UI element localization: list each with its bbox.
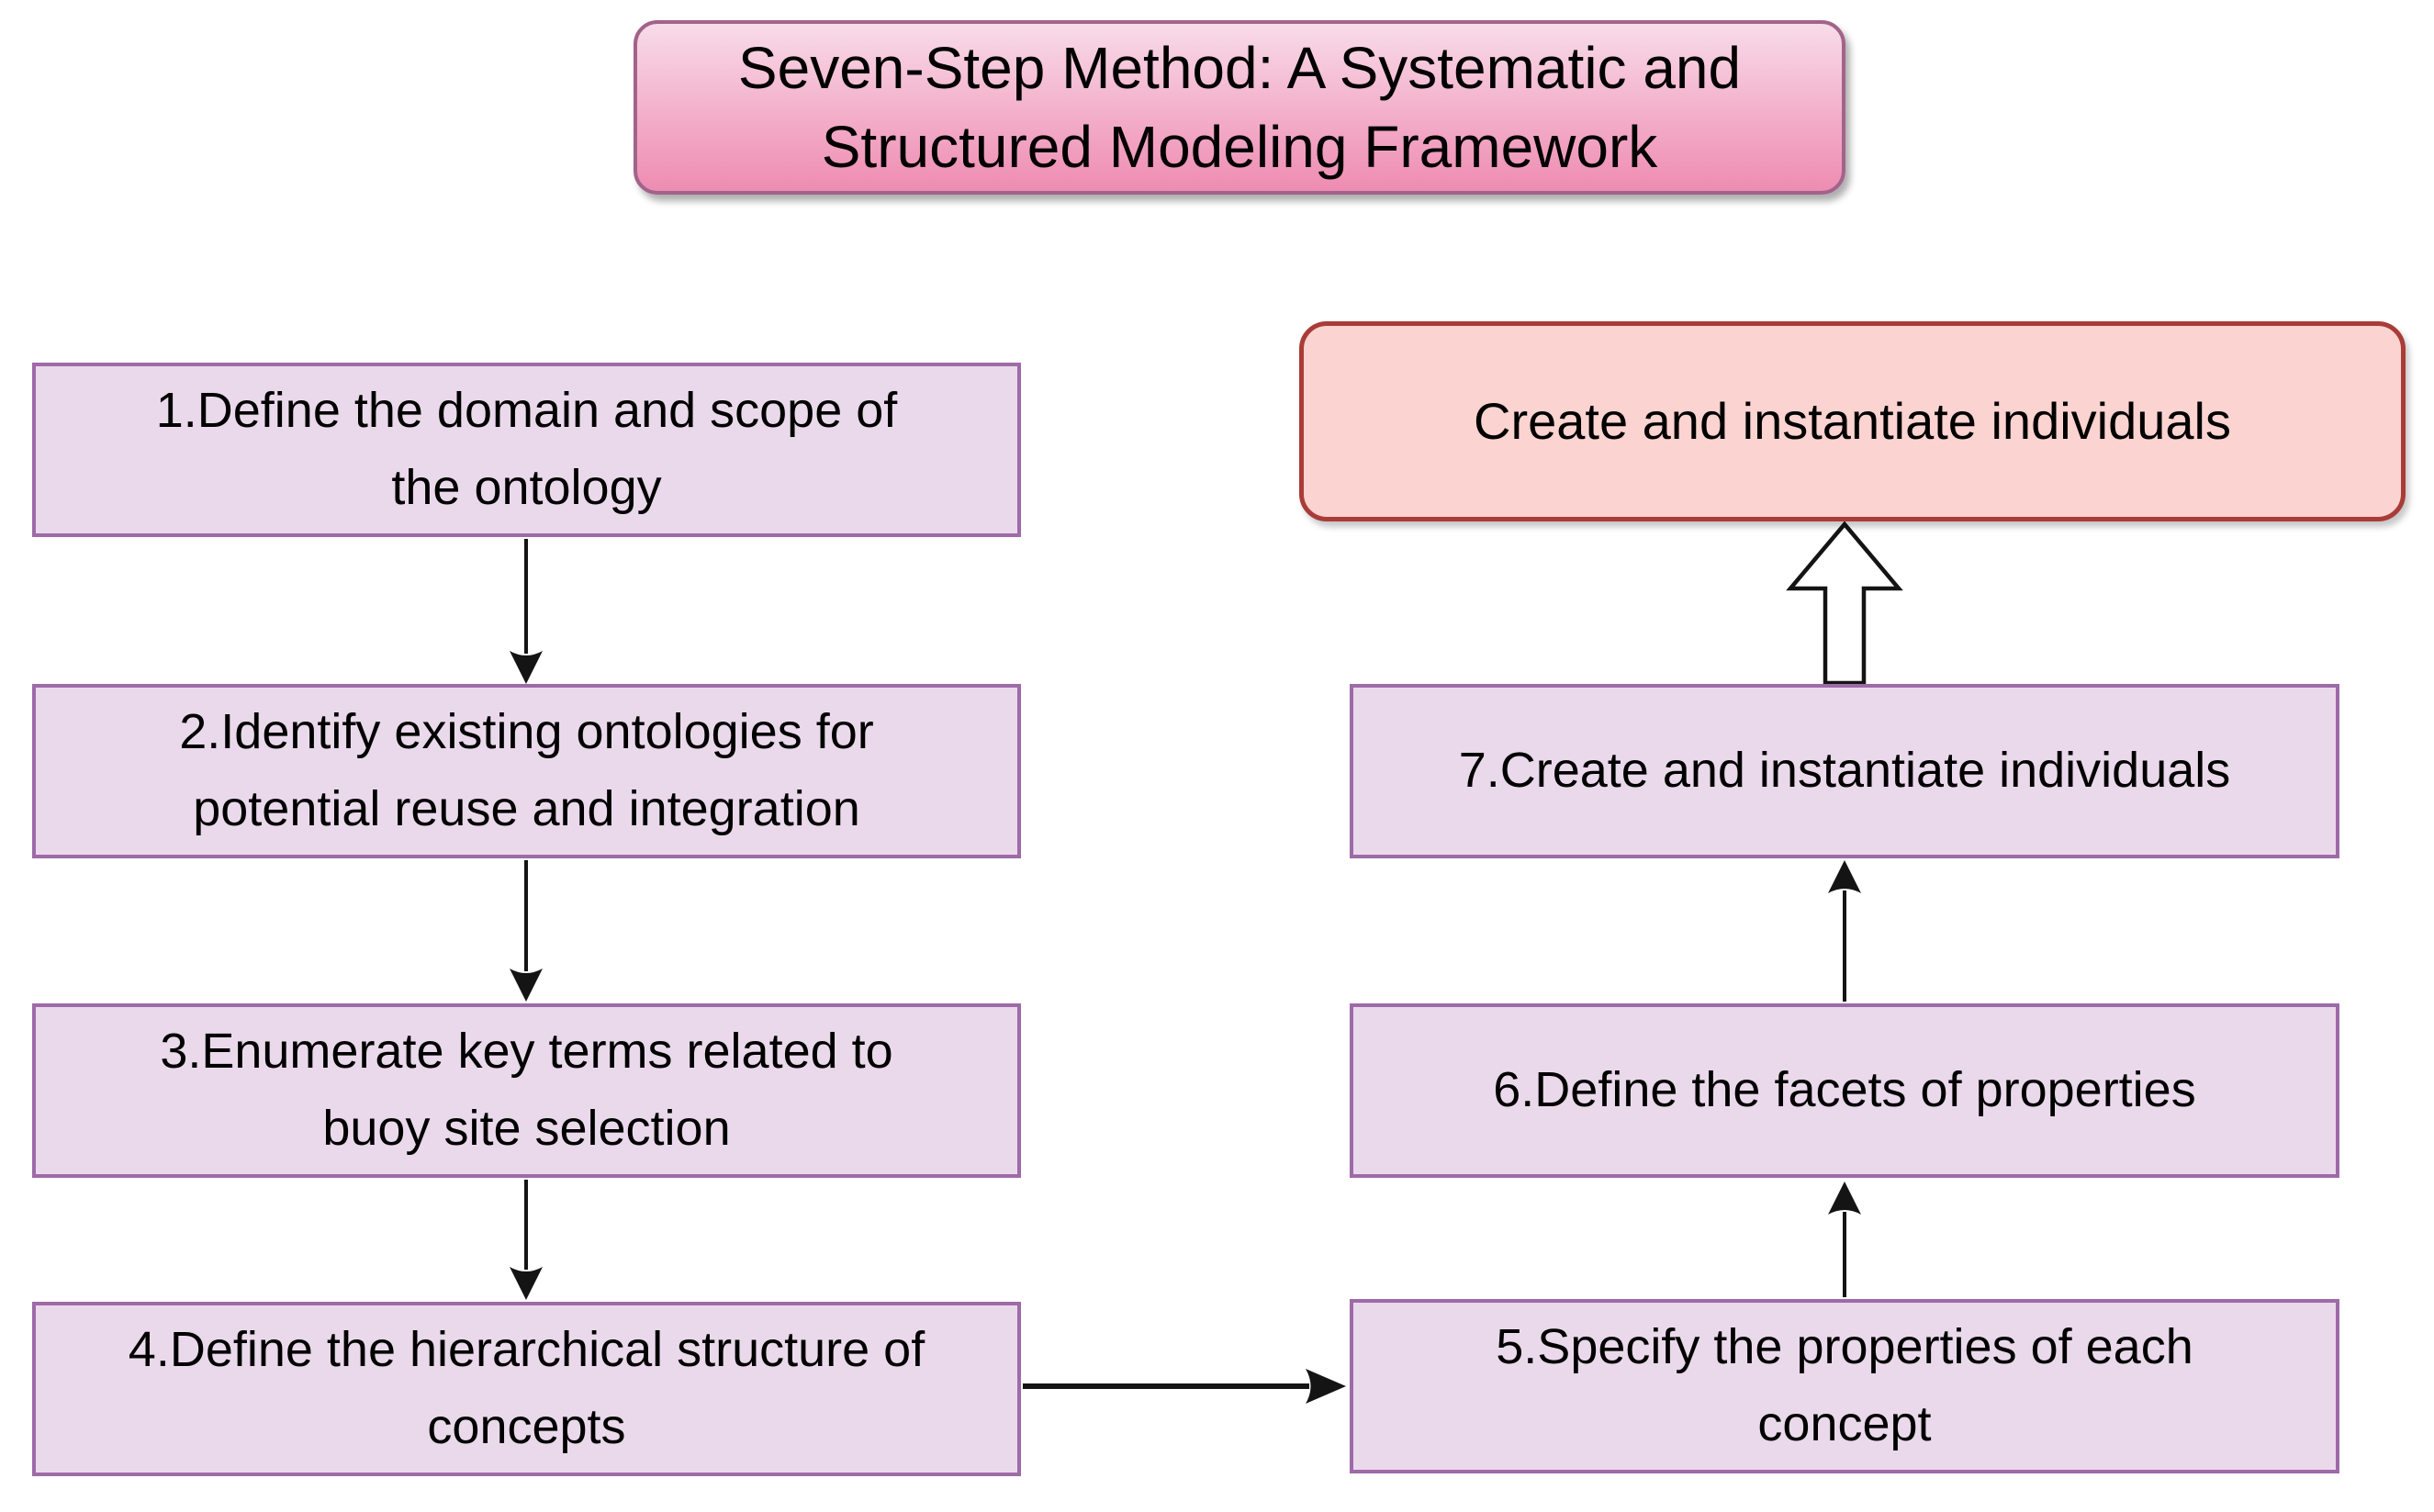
step-1-line-1: 1.Define the domain and scope of [155,383,898,439]
step-box-1: 1.Define the domain and scope of the ont… [32,363,1021,537]
step-5-line-1: 5.Specify the properties of each [1496,1319,2193,1375]
result-label: Create and instantiate individuals [1474,391,2231,450]
step-1-line-2: the ontology [391,460,662,515]
step-4-line-1: 4.Define the hierarchical structure of [128,1322,925,1378]
step-4-line-2: concepts [427,1399,626,1454]
step-box-3: 3.Enumerate key terms related to buoy si… [32,1003,1021,1178]
arrow-step4-to-step5 [1023,1369,1346,1404]
arrow-step1-to-step2 [510,539,543,684]
step-box-5: 5.Specify the properties of each concept [1350,1299,2339,1473]
arrow-step6-to-step7 [1828,860,1861,1002]
step-5-line-2: concept [1757,1396,1932,1451]
step-2-line-2: potential reuse and integration [193,781,860,836]
step-box-2: 2.Identify existing ontologies for poten… [32,684,1021,858]
result-box: Create and instantiate individuals [1299,321,2406,521]
arrow-step2-to-step3 [510,860,543,1002]
step-box-6: 6.Define the facets of properties [1350,1003,2339,1178]
title-box: Seven-Step Method: A Systematic and Stru… [634,20,1845,195]
title-line-1: Seven-Step Method: A Systematic and [737,34,1742,101]
step-3-line-2: buoy site selection [322,1101,731,1156]
block-arrow-step7-to-result [1786,521,1903,686]
step-2-line-1: 2.Identify existing ontologies for [179,704,874,760]
step-box-4: 4.Define the hierarchical structure of c… [32,1302,1021,1476]
arrow-step3-to-step4 [510,1180,543,1300]
step-box-7: 7.Create and instantiate individuals [1350,684,2339,858]
arrow-step5-to-step6 [1828,1182,1861,1297]
title-line-2: Structured Modeling Framework [821,114,1658,180]
step-3-line-1: 3.Enumerate key terms related to [160,1024,893,1080]
step-7-line-1: 7.Create and instantiate individuals [1458,743,2231,799]
step-6-line-1: 6.Define the facets of properties [1493,1062,2196,1118]
